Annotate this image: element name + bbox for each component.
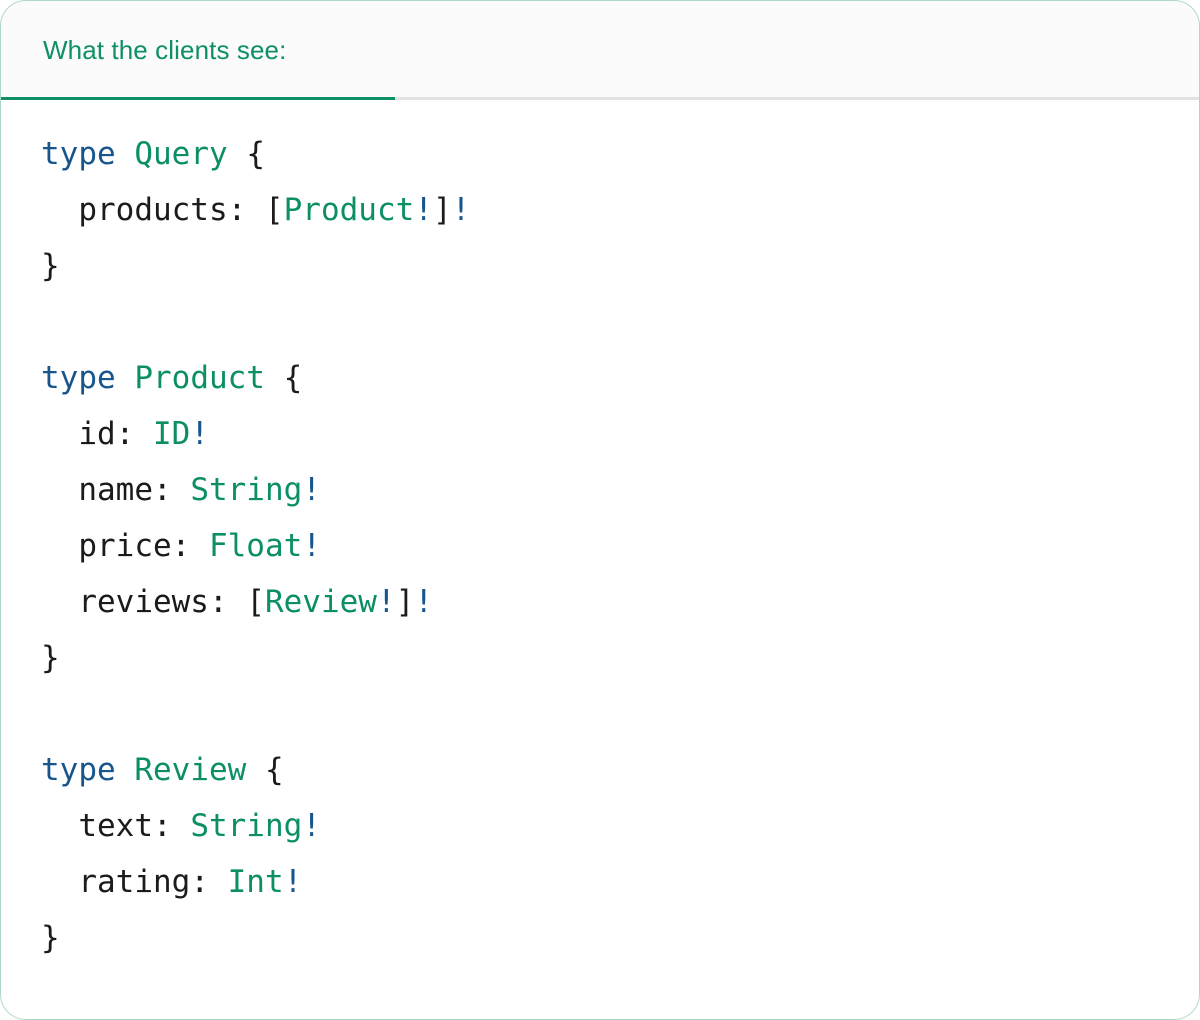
code-token-punct: [ (264, 192, 284, 228)
code-token-punct: : (190, 864, 228, 900)
code-token-type: String (190, 472, 303, 508)
code-pane: type Query { products: [Product!]!} type… (1, 100, 1199, 1019)
code-token-punct: ] (432, 192, 452, 228)
code-token-plain (116, 360, 135, 396)
code-token-punct: { (264, 752, 284, 788)
code-line: } (41, 630, 1199, 686)
code-line: text: String! (41, 798, 1199, 854)
code-token-bang: ! (302, 472, 321, 508)
code-token-bang: ! (302, 808, 321, 844)
code-token-punct: { (246, 136, 265, 172)
code-token-plain (265, 360, 284, 396)
code-token-field: products (78, 192, 228, 228)
code-token-type: Review (134, 752, 247, 788)
code-token-kw: type (41, 360, 116, 396)
code-token-type: ID (152, 416, 191, 452)
code-line: } (41, 238, 1199, 294)
code-token-bang: ! (283, 864, 303, 900)
code-line: reviews: [Review!]! (41, 574, 1199, 630)
code-token-punct: } (41, 920, 60, 956)
code-token-punct: : (115, 416, 153, 452)
code-token-plain (246, 752, 265, 788)
code-token-punct: : (152, 472, 191, 508)
code-token-punct: : (208, 584, 247, 620)
code-token-type: Review (264, 584, 377, 620)
code-line: type Query { (41, 126, 1199, 182)
code-line: name: String! (41, 462, 1199, 518)
code-line: type Product { (41, 350, 1199, 406)
tab-bar: What the clients see: (1, 1, 1199, 100)
code-token-bang: ! (190, 416, 209, 452)
code-token-punct: { (283, 360, 303, 396)
code-token-punct: } (41, 248, 60, 284)
code-token-bang: ! (302, 528, 321, 564)
code-line: type Review { (41, 742, 1199, 798)
code-token-bang: ! (451, 192, 471, 228)
code-token-bang: ! (376, 584, 396, 620)
code-token-plain (116, 136, 135, 172)
code-token-kw: type (41, 752, 116, 788)
code-token-field: rating (78, 864, 191, 900)
code-token-type: Float (208, 528, 303, 564)
code-line: price: Float! (41, 518, 1199, 574)
code-token-kw: type (41, 136, 116, 172)
code-blank-line (41, 294, 1199, 350)
code-token-bang: ! (414, 192, 433, 228)
code-token-field: id (78, 416, 116, 452)
tab-label: What the clients see: (43, 35, 287, 65)
code-token-type: Product (283, 192, 415, 228)
code-line: products: [Product!]! (41, 182, 1199, 238)
code-token-type: Query (134, 136, 228, 172)
code-token-punct: : (152, 808, 191, 844)
code-token-punct: } (41, 640, 60, 676)
code-token-bang: ! (414, 584, 433, 620)
code-blank-line (41, 686, 1199, 742)
graphql-schema-code: type Query { products: [Product!]!} type… (1, 126, 1199, 966)
code-token-type: Product (134, 360, 265, 396)
code-token-field: reviews (78, 584, 209, 620)
code-token-field: text (78, 808, 153, 844)
code-line: rating: Int! (41, 854, 1199, 910)
code-token-plain (116, 752, 135, 788)
code-token-plain (228, 136, 247, 172)
code-token-punct: : (171, 528, 209, 564)
code-token-type: String (190, 808, 303, 844)
code-token-field: price (78, 528, 172, 564)
tab-clients-view[interactable]: What the clients see: (1, 1, 395, 100)
code-token-punct: : (227, 192, 265, 228)
code-token-punct: [ (246, 584, 265, 620)
code-line: id: ID! (41, 406, 1199, 462)
code-token-type: Int (227, 864, 284, 900)
code-token-field: name (78, 472, 153, 508)
code-line: } (41, 910, 1199, 966)
code-token-punct: ] (395, 584, 415, 620)
